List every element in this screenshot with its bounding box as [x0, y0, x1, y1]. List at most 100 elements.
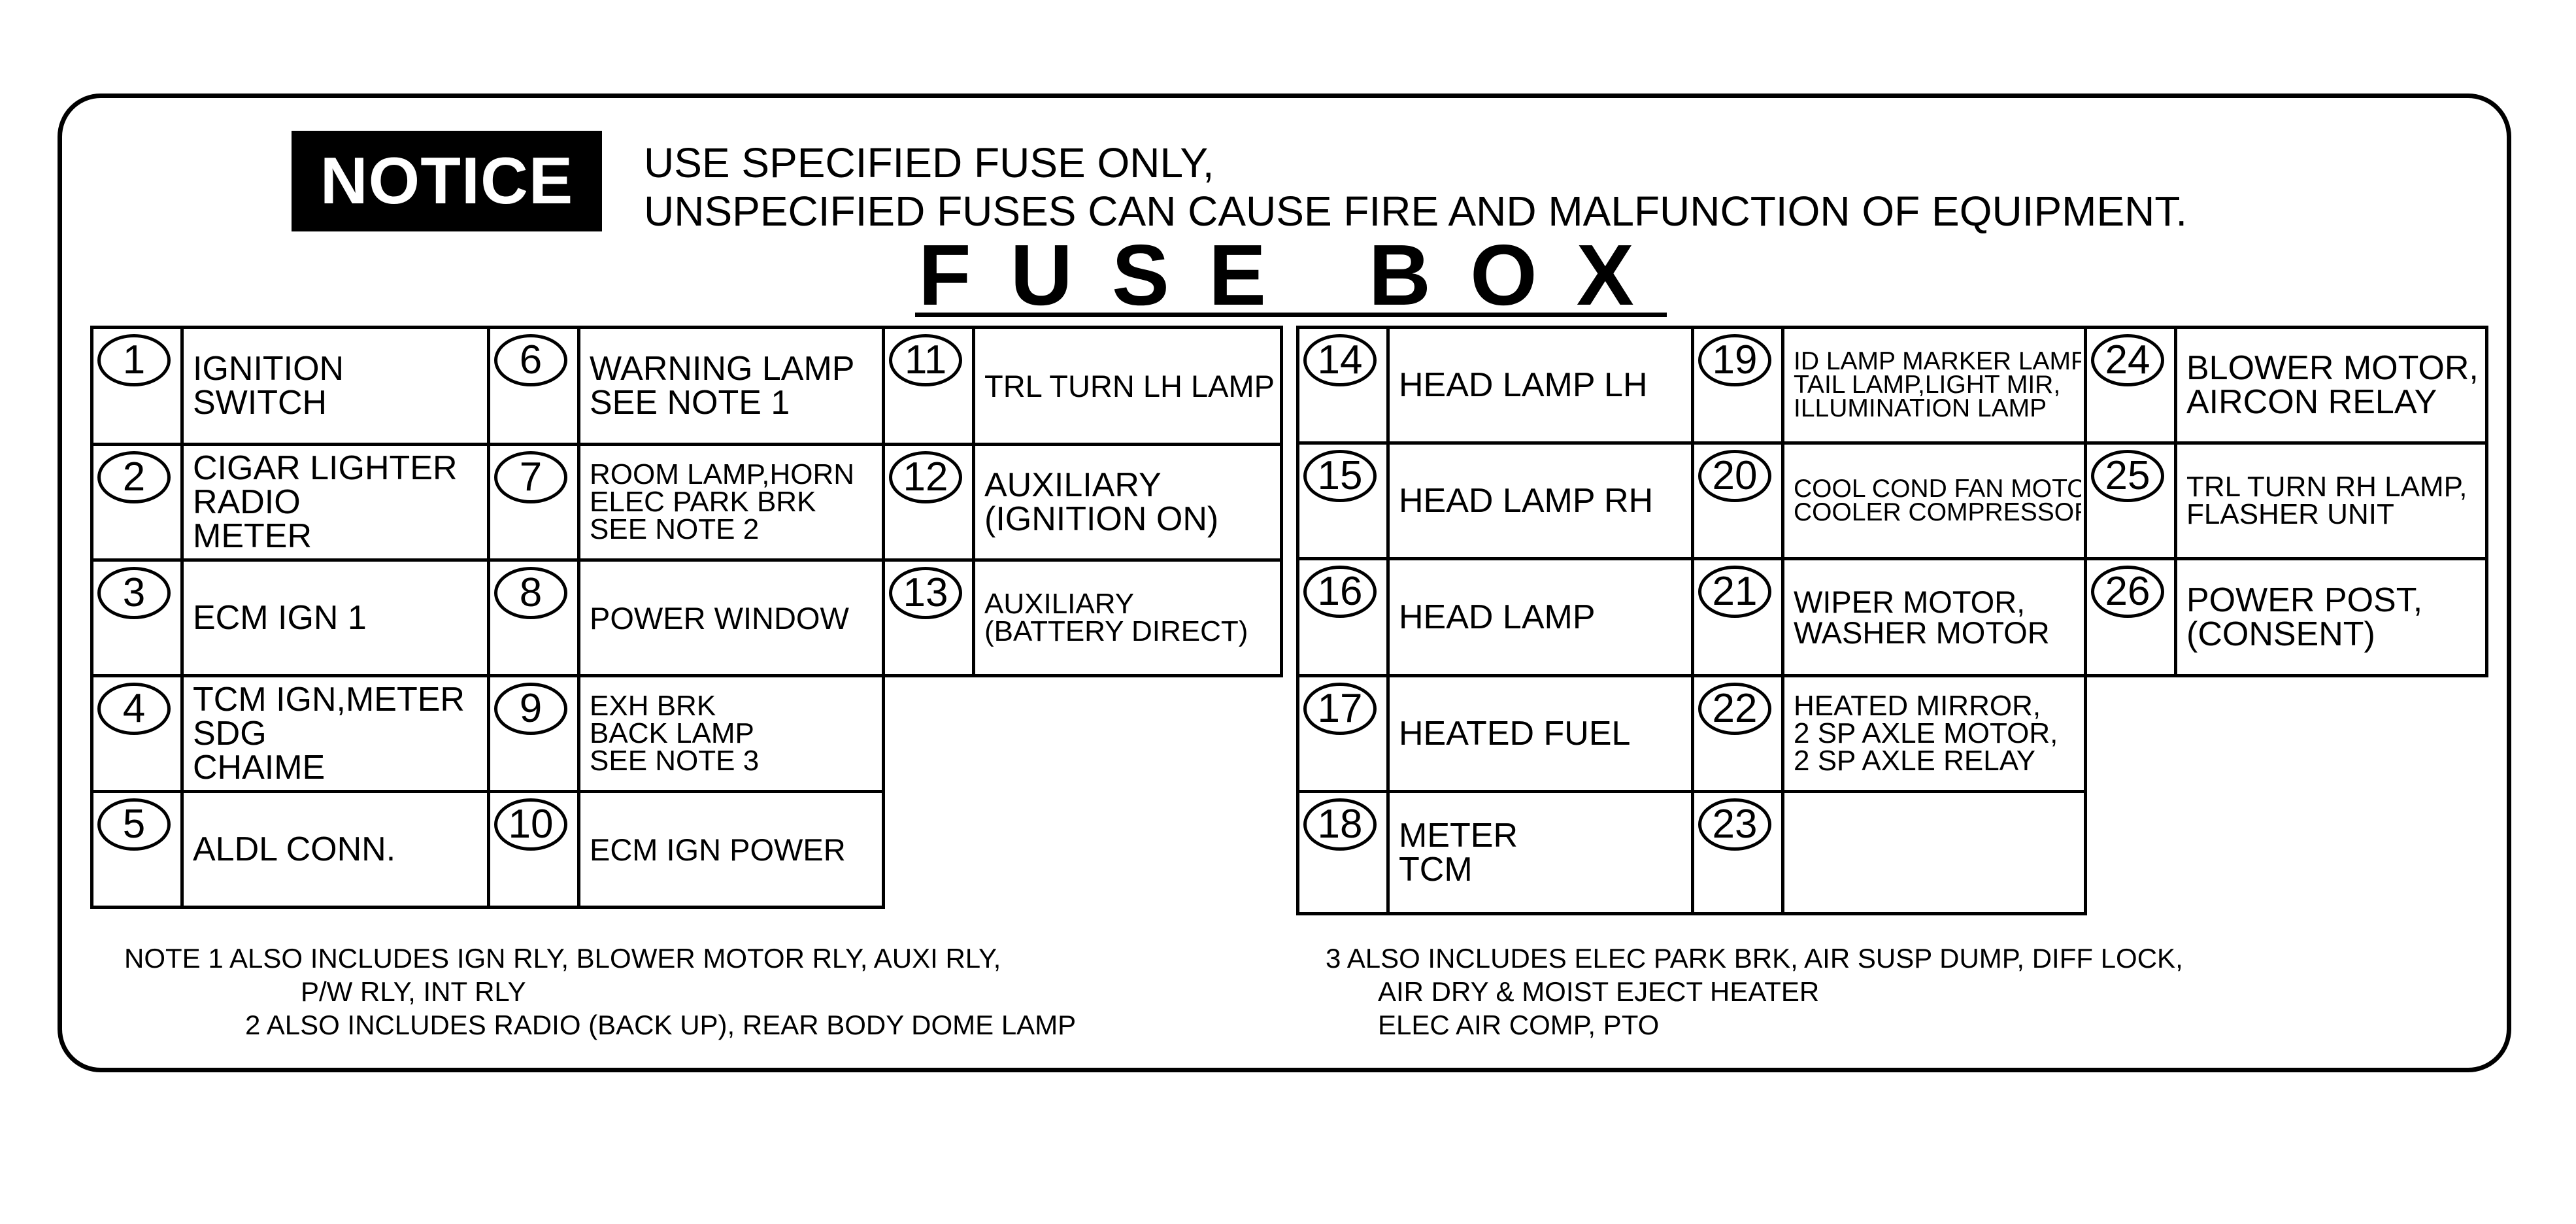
- fuse-1-line-2: SWITCH: [193, 384, 327, 422]
- notice-line-1: USE SPECIFIED FUSE ONLY,: [644, 139, 1214, 186]
- fuse-13-line-1: AUXILIARY: [984, 587, 1135, 620]
- fuse-2-line-1: CIGAR LIGHTER: [193, 449, 458, 487]
- fuse-description-15: HEAD LAMP RH: [1386, 445, 1688, 557]
- fuse-number-23: 23: [1698, 798, 1771, 851]
- fuse-25-line-1: TRL TURN RH LAMP,: [2186, 470, 2467, 503]
- fuse-description-8: POWER WINDOW: [577, 562, 879, 674]
- fuse-24-line-2: AIRCON RELAY: [2186, 383, 2437, 421]
- fuse-box-title: FUSE BOX: [918, 227, 1673, 323]
- fuse-cell-23: 23: [1694, 793, 2087, 915]
- fuse-description-22: HEATED MIRROR,2 SP AXLE MOTOR,2 SP AXLE …: [1781, 677, 2081, 790]
- fuse-number-16: 16: [1303, 566, 1377, 618]
- fuse-number-15: 15: [1303, 450, 1377, 502]
- fuse-18-line-1: METER: [1399, 817, 1518, 855]
- fuse-number-1: 1: [97, 334, 171, 386]
- fuse-description-26: POWER POST,(CONSENT): [2174, 560, 2483, 674]
- fuse-22-line-2: 2 SP AXLE MOTOR,: [1794, 717, 2058, 749]
- fuse-number-21: 21: [1698, 566, 1771, 618]
- fuse-22-line-1: HEATED MIRROR,: [1794, 689, 2041, 722]
- fuse-number-19: 19: [1698, 334, 1771, 386]
- note-2: 2 ALSO INCLUDES RADIO (BACK UP), REAR BO…: [245, 1010, 1077, 1040]
- fuse-26-line-1: POWER POST,: [2186, 581, 2423, 619]
- fuse-number-13: 13: [889, 567, 962, 619]
- fuse-number-9: 9: [494, 683, 567, 735]
- title-underline: [915, 313, 1667, 317]
- fuse-25-line-2: FLASHER UNIT: [2186, 498, 2394, 530]
- fuse-number-6: 6: [494, 334, 567, 386]
- fuse-11-line-1: TRL TURN LH LAMP: [984, 368, 1275, 403]
- fuse-16-line-1: HEAD LAMP: [1399, 598, 1596, 636]
- fuse-description-24: BLOWER MOTOR,AIRCON RELAY: [2174, 329, 2483, 441]
- fuse-14-line-1: HEAD LAMP LH: [1399, 366, 1648, 404]
- fuse-9-line-1: EXH BRK: [590, 689, 716, 722]
- fuse-number-20: 20: [1698, 450, 1771, 502]
- fuse-21-line-2: WASHER MOTOR: [1794, 615, 2050, 650]
- fuse-9-line-3: SEE NOTE 3: [590, 745, 760, 777]
- fuse-19-line-1: ID LAMP MARKER LAMP: [1794, 347, 2081, 376]
- fuse-description-10: ECM IGN POWER: [577, 793, 879, 906]
- fuse-2-line-2: RADIO: [193, 483, 301, 521]
- fuse-description-11: TRL TURN LH LAMP: [972, 329, 1277, 443]
- fuse-number-3: 3: [97, 567, 171, 619]
- note-3-line-2: AIR DRY & MOIST EJECT HEATER: [1378, 976, 1820, 1007]
- fuse-22-line-3: 2 SP AXLE RELAY: [1794, 745, 2036, 777]
- fuse-18-line-2: TCM: [1399, 851, 1473, 889]
- fuse-7-line-1: ROOM LAMP,HORN: [590, 458, 855, 490]
- fuse-number-26: 26: [2091, 566, 2164, 618]
- fuse-description-20: COOL COND FAN MOTOR,COOLER COMPRESSOR: [1781, 445, 2081, 557]
- fuse-number-2: 2: [97, 451, 171, 503]
- fuse-20-line-1: COOL COND FAN MOTOR,: [1794, 475, 2081, 503]
- fuse-cell-13: 13 AUXILIARY(BATTERY DIRECT): [885, 562, 1283, 677]
- note-1-line-2: P/W RLY, INT RLY: [301, 976, 526, 1007]
- fuse-19-line-3: ILLUMINATION LAMP: [1794, 394, 2047, 422]
- fuse-12-line-2: (IGNITION ON): [984, 500, 1219, 538]
- fuse-13-line-2: (BATTERY DIRECT): [984, 615, 1248, 647]
- fuse-description-3: ECM IGN 1: [180, 562, 484, 674]
- fuse-number-17: 17: [1303, 683, 1377, 735]
- fuse-17-line-1: HEATED FUEL: [1399, 715, 1631, 753]
- fuse-21-line-1: WIPER MOTOR,: [1794, 585, 2026, 619]
- fuse-description-12: AUXILIARY(IGNITION ON): [972, 446, 1277, 558]
- notice-line-2: UNSPECIFIED FUSES CAN CAUSE FIRE AND MAL…: [644, 188, 2188, 235]
- fuse-number-14: 14: [1303, 334, 1377, 386]
- notice-badge: NOTICE: [292, 131, 602, 231]
- fuse-2-line-3: METER: [193, 517, 312, 555]
- fuse-description-16: HEAD LAMP: [1386, 560, 1688, 674]
- fuse-description-21: WIPER MOTOR,WASHER MOTOR: [1781, 560, 2081, 674]
- note-3-line-3: ELEC AIR COMP, PTO: [1378, 1010, 1660, 1040]
- fuse-9-line-2: BACK LAMP: [590, 717, 754, 749]
- fuse-7-line-2: ELEC PARK BRK: [590, 485, 816, 518]
- fuse-8-line-1: POWER WINDOW: [590, 600, 849, 636]
- fuse-26-line-2: (CONSENT): [2186, 615, 2375, 653]
- fuse-number-11: 11: [889, 334, 962, 386]
- fuse-4-line-3: CHAIME: [193, 749, 326, 787]
- fuse-number-22: 22: [1698, 683, 1771, 735]
- fuse-7-line-3: SEE NOTE 2: [590, 513, 760, 546]
- fuse-4-line-2: SDG: [193, 715, 267, 753]
- fuse-number-24: 24: [2091, 334, 2164, 386]
- fuse-6-line-2: SEE NOTE 1: [590, 384, 790, 422]
- fuse-1-line-1: IGNITION: [193, 350, 344, 388]
- note-3-line-1: 3 ALSO INCLUDES ELEC PARK BRK, AIR SUSP …: [1326, 943, 2183, 974]
- fuse-3-line-1: ECM IGN 1: [193, 599, 367, 637]
